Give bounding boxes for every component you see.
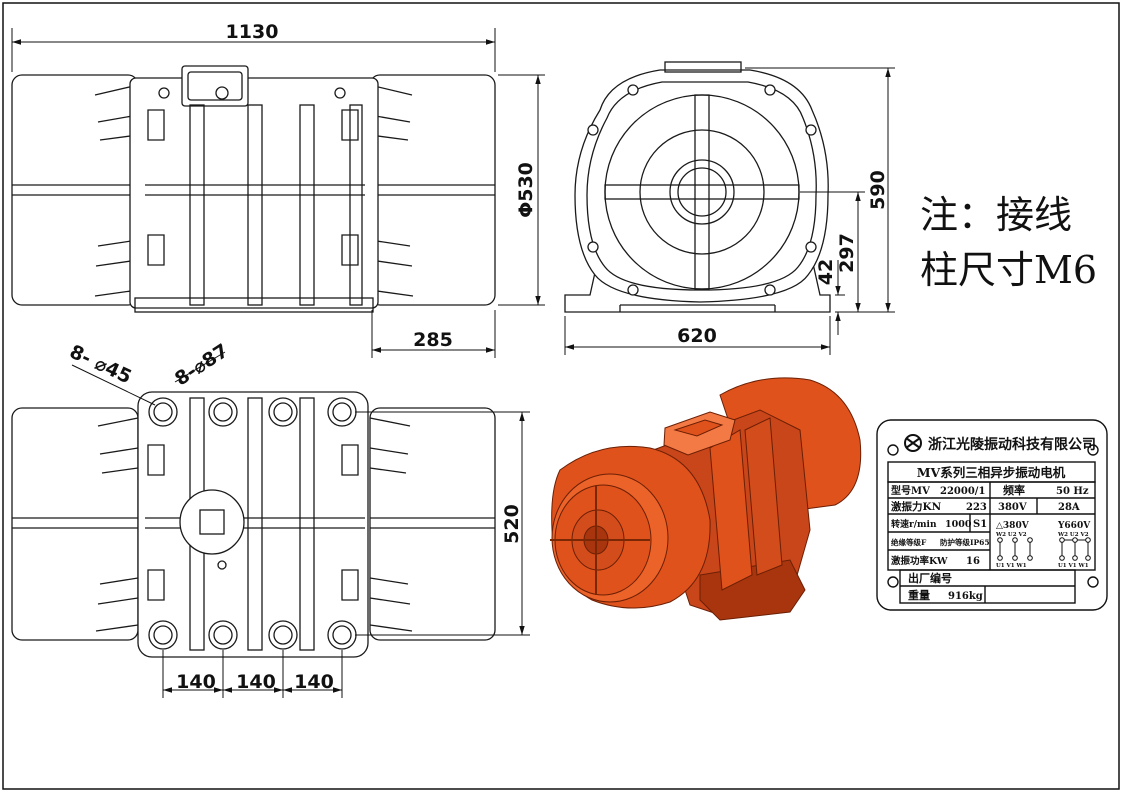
nameplate-terminals-bottom-star: U1 V1 W1 <box>1058 563 1089 569</box>
dim-height: 590 <box>867 170 889 210</box>
dim-base-width: 620 <box>677 325 717 347</box>
nameplate-delta: △380V <box>996 521 1030 531</box>
nameplate-terminals-bottom: U1 V1 W1 <box>996 563 1027 569</box>
nameplate <box>876 419 1108 611</box>
nameplate-company: 浙江光陵振动科技有限公司 <box>928 436 1096 453</box>
nameplate-power-value: 16 <box>966 556 980 567</box>
dim-foot-height: 42 <box>815 259 837 285</box>
top-view-dimensions <box>11 28 545 358</box>
nameplate-weight-label: 重量 <box>908 588 930 602</box>
nameplate-freq-value: 50 Hz <box>1056 486 1089 497</box>
nameplate-terminals-top: W2 U2 V2 <box>995 532 1027 538</box>
callout-large-holes: 8-⌀87 <box>171 340 232 391</box>
nameplate-speed-label: 转速r/min <box>891 518 937 530</box>
nameplate-model-value: 22000/1 <box>940 486 985 497</box>
nameplate-duty: S1 <box>973 519 987 530</box>
nameplate-serial-label: 出厂编号 <box>908 571 952 585</box>
nameplate-voltage: 380V <box>998 502 1027 513</box>
dim-hole-pitch-2: 140 <box>236 671 276 693</box>
bottom-view <box>11 391 496 658</box>
dim-bolt-span: 520 <box>501 504 523 544</box>
dim-diameter: Φ530 <box>515 162 537 218</box>
nameplate-freq-label: 频率 <box>1003 483 1025 497</box>
dim-center-height: 297 <box>836 233 858 273</box>
nameplate-power-label: 激振功率KW <box>891 555 948 567</box>
nameplate-terminals-top-star: W2 U2 V2 <box>1057 532 1089 538</box>
nameplate-star: Y660V <box>1057 521 1091 531</box>
end-view-dimensions <box>564 67 895 355</box>
nameplate-model-label: 型号MV <box>891 484 930 497</box>
nameplate-insulation: 绝缘等级F <box>891 537 927 547</box>
bottom-view-dimensions <box>71 351 530 698</box>
nameplate-protection: 防护等级IP65 <box>940 537 990 547</box>
nameplate-force-value: 223 <box>966 502 987 513</box>
dim-hole-pitch-3: 140 <box>294 671 334 693</box>
dim-overhang: 285 <box>413 329 453 351</box>
company-logo <box>904 434 922 452</box>
nameplate-title: MV系列三相异步振动电机 <box>917 465 1066 480</box>
note-line-2: 柱尺寸M6 <box>920 248 1097 292</box>
dim-overall-length: 1130 <box>226 21 279 43</box>
nameplate-speed-value: 1000 <box>945 519 972 530</box>
callout-small-holes: 8- ⌀45 <box>66 341 135 389</box>
nameplate-current: 28A <box>1058 502 1080 513</box>
dim-hole-pitch-1: 140 <box>176 671 216 693</box>
nameplate-weight-value: 916kg <box>948 591 983 602</box>
nameplate-force-label: 激振力KN <box>891 500 942 513</box>
motor-3d-render <box>550 377 862 621</box>
top-view <box>11 65 496 313</box>
note-line-1: 注：接线 <box>920 193 1072 237</box>
end-view <box>564 61 831 313</box>
